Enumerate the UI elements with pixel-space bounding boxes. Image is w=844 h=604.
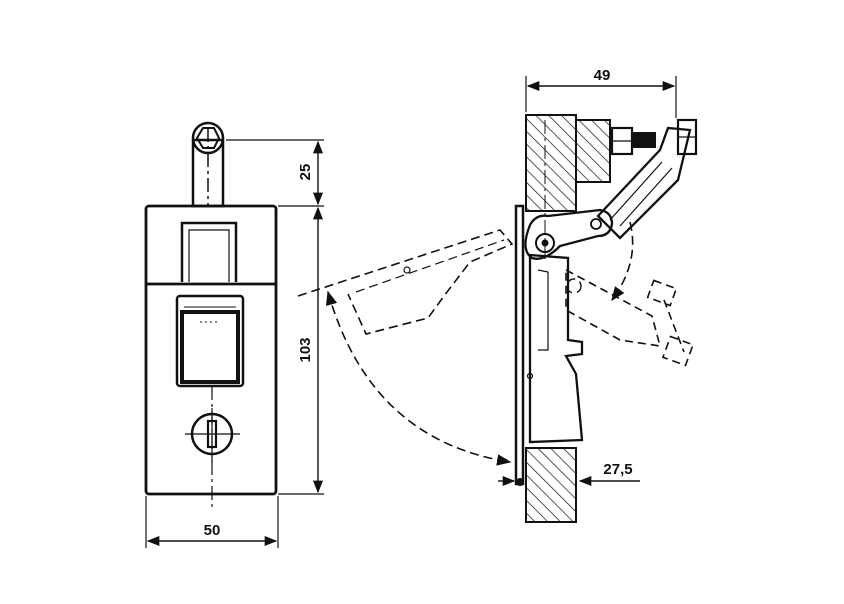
swing-arc (326, 290, 512, 466)
push-button (175, 294, 245, 388)
linkage-bracket (596, 126, 692, 240)
latch-body-side (528, 253, 584, 444)
mounting-block (575, 119, 611, 183)
open-handle-phantom (297, 229, 514, 335)
side-view (297, 114, 698, 523)
handle-slot (180, 221, 238, 282)
dimension-lines-side (498, 76, 677, 487)
front-view (144, 121, 278, 510)
panel-section-bottom (525, 447, 577, 523)
dimension-label-49: 49 (594, 67, 611, 84)
dimension-label-50: 50 (204, 522, 221, 539)
dimension-label-103: 103 (297, 337, 314, 362)
dimension-label-25: 25 (297, 164, 314, 181)
rotated-linkage-phantom (565, 268, 695, 367)
handle-stem (191, 121, 225, 208)
dimension-label-27-5: 27,5 (603, 461, 632, 478)
flange-plate (514, 204, 525, 486)
dimension-lines-front (145, 139, 324, 548)
threaded-rod (610, 118, 698, 156)
panel-section-top (525, 114, 577, 212)
latch-housing (144, 204, 278, 496)
